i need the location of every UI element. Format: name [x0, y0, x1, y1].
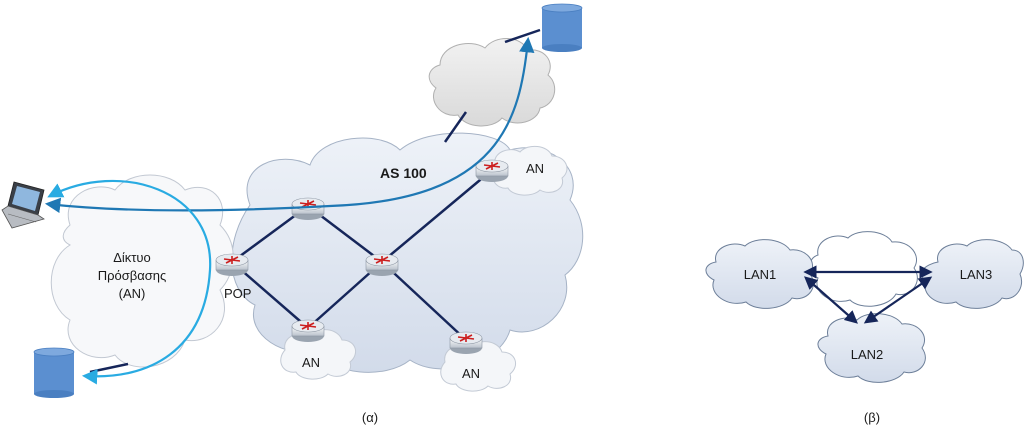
as-label: AS 100: [380, 165, 427, 181]
router-center: [365, 253, 399, 276]
access-network-label-line3: (AN): [119, 286, 146, 301]
an-label-top-right: AN: [526, 161, 544, 176]
lan2-label: LAN2: [851, 347, 884, 362]
upstream-cloud: [428, 38, 556, 127]
router-pop: [215, 253, 249, 276]
database-icon-bottom: [33, 347, 75, 398]
access-network-label-line1: Δίκτυο: [113, 250, 151, 265]
caption-a: (α): [362, 410, 378, 425]
link-lan3-lan2: [863, 276, 933, 324]
lan3-label: LAN3: [960, 267, 993, 282]
link-access-db: [89, 362, 129, 374]
route-arrow-local: [47, 179, 212, 385]
lan-links: [803, 265, 933, 324]
lan1-label: LAN1: [744, 267, 777, 282]
link-upstream-db: [504, 28, 541, 44]
router-bottom: [291, 319, 325, 342]
router-bottom-right: [449, 331, 483, 354]
lan2-cloud: [817, 313, 926, 383]
caption-b: (β): [864, 410, 880, 425]
router-top-right: [475, 159, 509, 182]
link-lan1-lan2: [804, 276, 858, 324]
access-network-label-line2: Πρόσβασης: [98, 268, 167, 283]
database-icon-top: [541, 3, 583, 52]
link-center-bottom-right: [381, 261, 467, 341]
route-arrow-upstream: [44, 36, 535, 214]
pop-label: POP: [224, 286, 251, 301]
laptop-icon: [1, 181, 45, 229]
an-label-bottom-left: AN: [302, 355, 320, 370]
router-top: [291, 197, 325, 220]
an-label-bottom-right: AN: [462, 366, 480, 381]
